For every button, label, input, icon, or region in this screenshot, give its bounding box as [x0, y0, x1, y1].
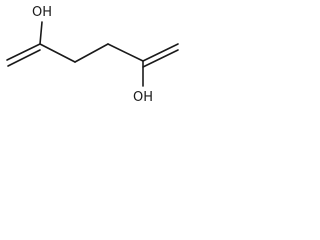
bottom-hydroxyl-label: OH: [133, 90, 153, 105]
bond-c1-c2-second: [7, 49, 41, 67]
bond-c5-c6: [142, 43, 179, 62]
top-hydroxyl-label: OH: [32, 5, 52, 20]
bond-c3-c4: [74, 43, 109, 63]
bond-c2-oxygen: [39, 21, 43, 45]
bond-c5-c6-second: [142, 49, 179, 68]
bond-c2-c3: [39, 43, 76, 63]
bond-c1-c2: [6, 43, 41, 61]
chemical-structure: OH OH: [6, 5, 179, 105]
bond-c4-c5: [107, 43, 144, 62]
